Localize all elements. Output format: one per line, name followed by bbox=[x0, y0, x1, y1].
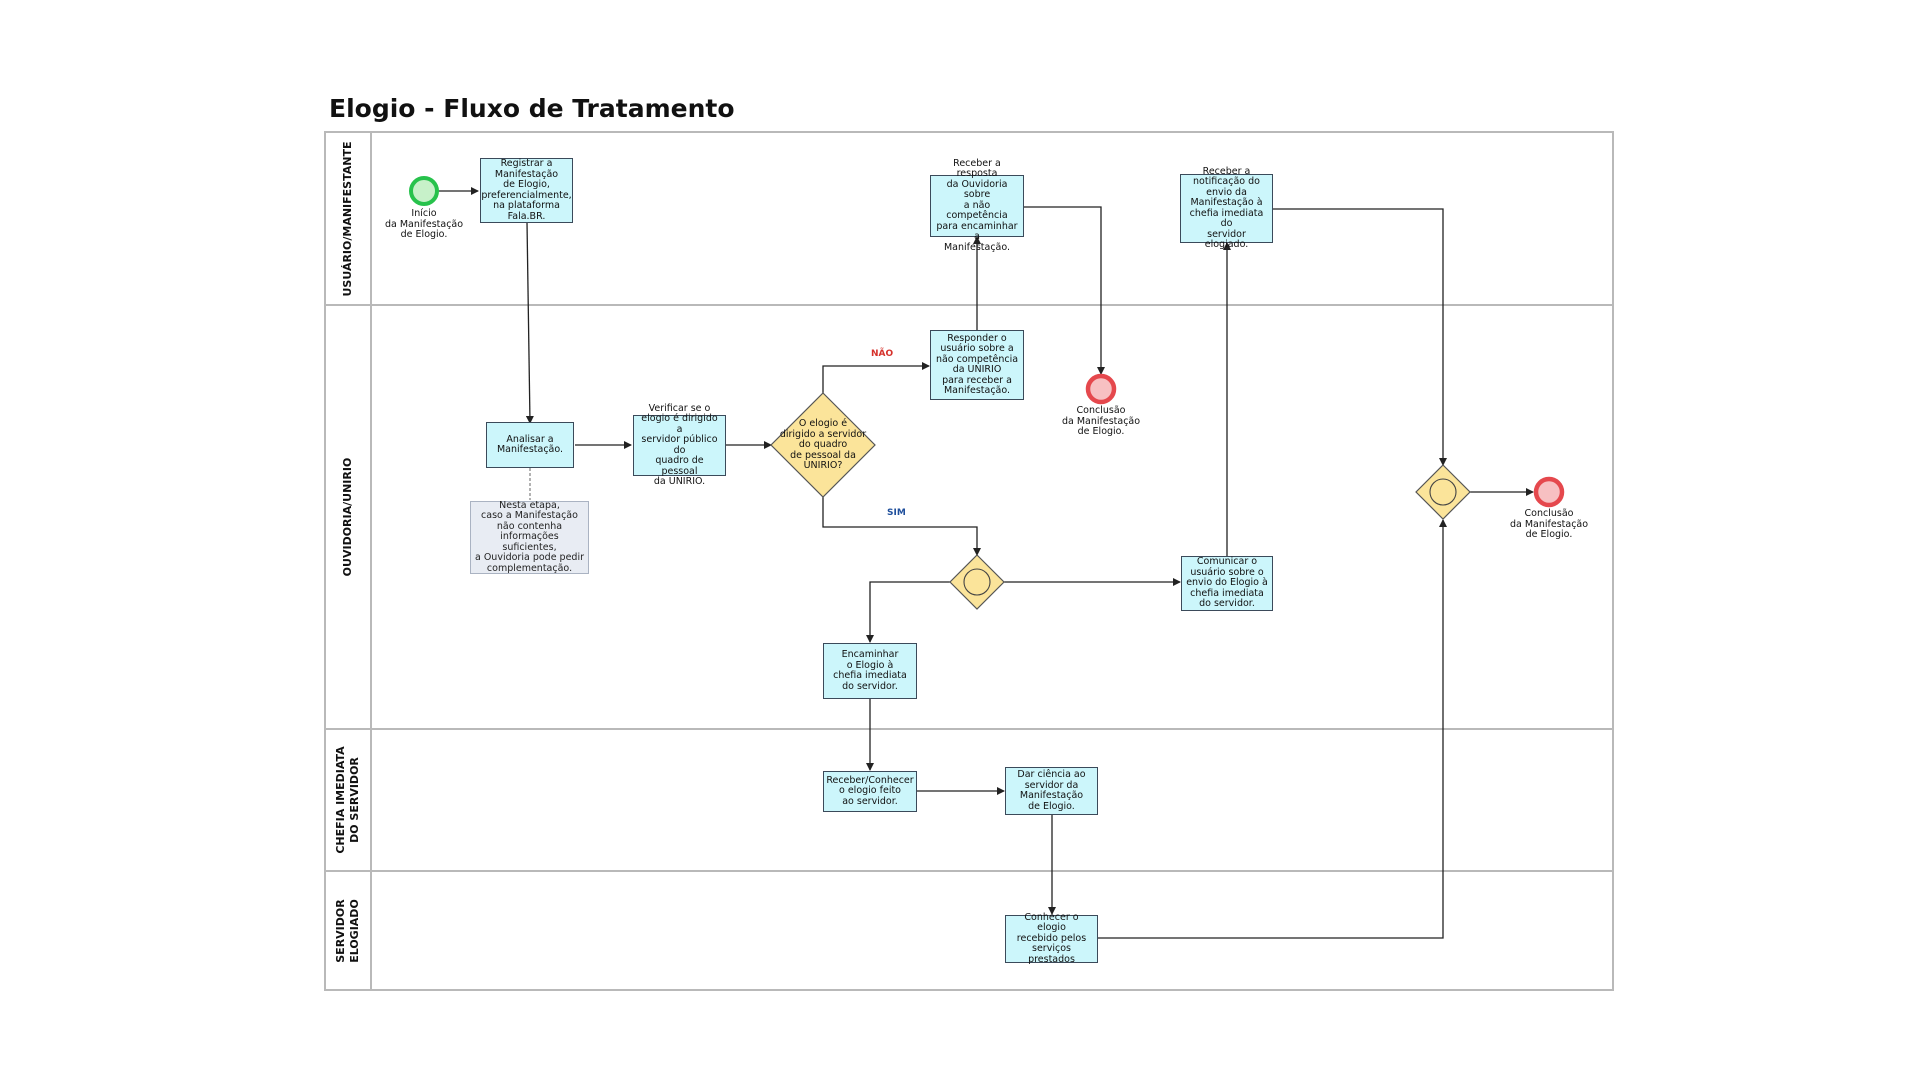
end-event-label: Conclusão da Manifestação de Elogio. bbox=[1061, 405, 1141, 437]
split-gateway-marker bbox=[963, 568, 991, 596]
task-receber-resposta: Receber a resposta da Ouvidoria sobre a … bbox=[930, 158, 1024, 253]
flow-decision-sim bbox=[822, 497, 981, 556]
end-event-final bbox=[1533, 476, 1565, 508]
flow-decision-nao bbox=[822, 362, 930, 393]
swimlane-pool: USUÁRIO/MANIFESTANTE OUVIDORIA/UNIRIO CH… bbox=[324, 131, 1614, 991]
start-event bbox=[409, 176, 439, 206]
decision-gateway bbox=[770, 392, 876, 498]
flow-parallel-to-encaminhar bbox=[866, 581, 950, 643]
task-receber-notificacao: Receber a notificação do envio da Manife… bbox=[1180, 166, 1273, 250]
decision-gateway-label: O elogio é dirigido a servidor do quadro… bbox=[779, 417, 867, 471]
lane-header: USUÁRIO/MANIFESTANTE bbox=[326, 133, 372, 304]
task-responder-usuario: Responder o usuário sobre a não competên… bbox=[930, 330, 1024, 400]
lane-ouvidoria: OUVIDORIA/UNIRIO bbox=[326, 306, 1612, 730]
flow-label-sim: SIM bbox=[887, 508, 906, 518]
lane-chefia: CHEFIA IMEDIATA DO SERVIDOR bbox=[326, 730, 1612, 872]
task-dar-ciencia: Dar ciência ao servidor da Manifestação … bbox=[1005, 767, 1098, 815]
flow-receber-notificacao-to-join bbox=[1273, 208, 1447, 466]
lane-usuario: USUÁRIO/MANIFESTANTE bbox=[326, 133, 1612, 306]
lane-servidor: SERVIDOR ELOGIADO bbox=[326, 872, 1612, 989]
task-conhecer-elogio: Conhecer o elogio recebido pelos serviço… bbox=[1005, 912, 1098, 965]
task-comunicar-usuario: Comunicar o usuário sobre o envio do Elo… bbox=[1181, 556, 1273, 611]
flow-receber-resposta-to-end bbox=[1023, 206, 1105, 375]
diagram-title: Elogio - Fluxo de Tratamento bbox=[329, 94, 735, 123]
note-complementacao: Nesta etapa, caso a Manifestação não con… bbox=[470, 500, 589, 574]
end-event-no-competence bbox=[1085, 373, 1117, 405]
flow-conhecer-to-join bbox=[1098, 519, 1447, 939]
lane-header: OUVIDORIA/UNIRIO bbox=[326, 306, 372, 728]
lane-header: SERVIDOR ELOGIADO bbox=[326, 872, 372, 989]
task-receber-conhecer: Receber/Conhecer o elogio feito ao servi… bbox=[823, 771, 917, 812]
flow-label-nao: NÃO bbox=[871, 349, 894, 359]
flow-registrar-to-analisar bbox=[525, 221, 534, 424]
task-registrar-manifestacao: Registrar a Manifestação de Elogio, pref… bbox=[480, 158, 573, 223]
start-event-label: Início da Manifestação de Elogio. bbox=[384, 208, 464, 240]
join-gateway-marker bbox=[1429, 478, 1457, 506]
task-verificar-servidor: Verificar se o elogio é dirigido a servi… bbox=[633, 403, 726, 487]
lane-header: CHEFIA IMEDIATA DO SERVIDOR bbox=[326, 730, 372, 870]
task-analisar-manifestacao: Analisar a Manifestação. bbox=[486, 422, 574, 468]
end-event-label: Conclusão da Manifestação de Elogio. bbox=[1509, 508, 1589, 540]
task-encaminhar-elogio: Encaminhar o Elogio à chefia imediata do… bbox=[823, 643, 917, 699]
